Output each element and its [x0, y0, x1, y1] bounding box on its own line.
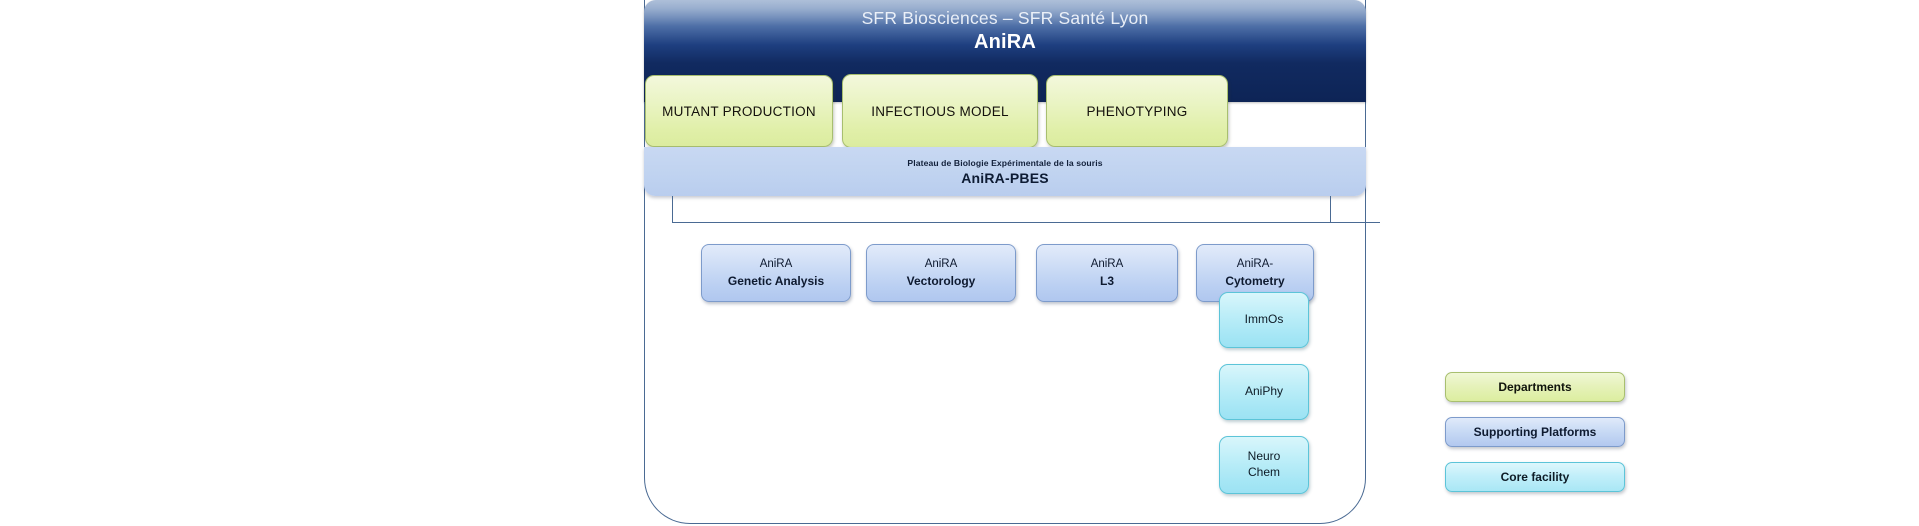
- pbes-subtitle: Plateau de Biologie Expérimentale de la …: [907, 158, 1103, 168]
- department-mutant-production[interactable]: MUTANT PRODUCTION: [645, 75, 833, 147]
- platform-line1: AniRA-: [1236, 257, 1274, 270]
- core-facility-immos[interactable]: ImmOs: [1219, 292, 1309, 348]
- core-line2: Chem: [1247, 465, 1280, 479]
- platform-line1: AniRA: [1090, 257, 1124, 270]
- platform-line2: Cytometry: [1225, 273, 1285, 288]
- core-line1: ImmOs: [1244, 312, 1284, 327]
- core-facility-aniphy[interactable]: AniPhy: [1219, 364, 1309, 420]
- platform-anira-vectorology[interactable]: AniRA Vectorology: [866, 244, 1016, 302]
- core-line1: Neuro: [1247, 449, 1281, 464]
- core-facility-neurochem[interactable]: Neuro Chem: [1219, 436, 1309, 494]
- legend-item-supporting-platforms: Supporting Platforms: [1445, 417, 1625, 447]
- connector-right-vertical: [1330, 196, 1331, 223]
- platform-line1: AniRA: [924, 257, 958, 270]
- header-banner: SFR Biosciences – SFR Santé Lyon AniRA: [644, 0, 1366, 102]
- connector-horizontal-bus: [672, 222, 1380, 223]
- department-infectious-model[interactable]: INFECTIOUS MODEL: [842, 74, 1038, 148]
- platform-line1: AniRA: [759, 257, 793, 270]
- connector-left-vertical: [672, 196, 673, 223]
- department-phenotyping[interactable]: PHENOTYPING: [1046, 75, 1228, 147]
- pbes-title: AniRA-PBES: [961, 170, 1049, 186]
- organisation-name: SFR Biosciences – SFR Santé Lyon: [861, 8, 1149, 28]
- core-line1: AniPhy: [1244, 384, 1284, 399]
- platform-line2: L3: [1099, 273, 1114, 288]
- legend-item-core-facility: Core facility: [1445, 462, 1625, 492]
- platform-line2: Vectorology: [906, 273, 976, 288]
- page-title: AniRA: [973, 31, 1037, 53]
- platform-pbes[interactable]: Plateau de Biologie Expérimentale de la …: [644, 147, 1366, 196]
- legend-item-departments: Departments: [1445, 372, 1625, 402]
- platform-line2: Genetic Analysis: [727, 273, 825, 288]
- platform-anira-l3[interactable]: AniRA L3: [1036, 244, 1178, 302]
- platform-anira-genetic-analysis[interactable]: AniRA Genetic Analysis: [701, 244, 851, 302]
